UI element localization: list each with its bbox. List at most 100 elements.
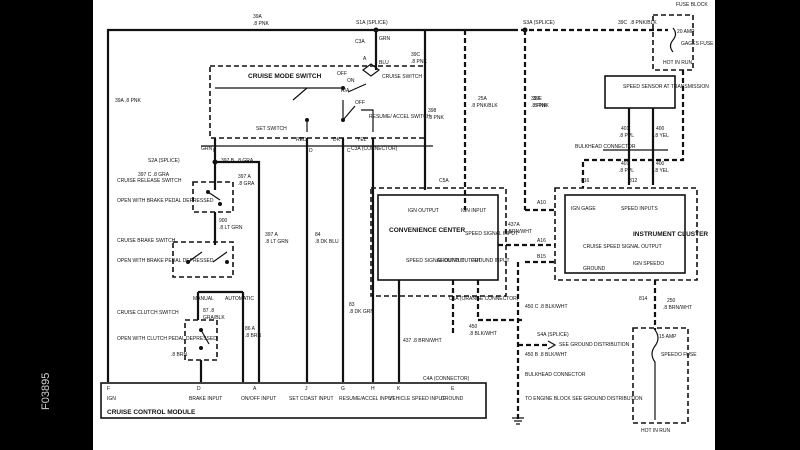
label-release-switch: CRUISE RELEASE SWITCH xyxy=(117,178,182,184)
label-c3a-a: A xyxy=(363,56,367,62)
label-250: 250 xyxy=(667,298,676,304)
label-450c: 450 C .8 BLK/WHT xyxy=(525,304,568,310)
label-87-color: GRA/BLK xyxy=(203,315,225,321)
svg-text:IGN INPUT: IGN INPUT xyxy=(461,208,486,214)
pin-c: C xyxy=(347,148,351,154)
speed-sensor: SPEED SENSOR AT TRANSMISSION xyxy=(604,75,709,109)
svg-text:20 AMP: 20 AMP xyxy=(677,29,695,35)
svg-text:GAGES FUSE: GAGES FUSE xyxy=(681,41,714,47)
label-398-color: .8 PNK xyxy=(428,115,445,121)
svg-text:CRUISE SWITCH: CRUISE SWITCH xyxy=(382,74,422,80)
wiring-diagram: 39A .8 PNK S1A (SPLICE) S3A (SPLICE) 39C… xyxy=(100,2,714,434)
label-engine-block: TO ENGINE BLOCK SEE GROUND DISTRIBUTION xyxy=(525,396,643,402)
label-manual: MANUAL xyxy=(193,296,214,302)
label-397b: 397 B, .8 GRA xyxy=(221,158,254,164)
label-900: 900 xyxy=(219,218,228,224)
label-39c-mid: 39C xyxy=(411,52,421,58)
label-397c: 397 C .8 GRA xyxy=(138,172,170,178)
label-450-color: .8 BLK/WHT xyxy=(469,331,497,337)
splice-s2a xyxy=(212,159,218,165)
label-400b: 400 xyxy=(656,161,665,167)
label-401b-color: .8 PPL xyxy=(619,168,634,174)
label-release-open: OPEN WITH BRAKE PEDAL DEPRESSED xyxy=(117,198,214,204)
svg-text:HOT IN RUN: HOT IN RUN xyxy=(663,60,692,66)
label-900-color: .8 LT GRN xyxy=(219,225,243,231)
label-83: 83 xyxy=(349,302,355,308)
label-39f-color: .8 PNK xyxy=(531,103,548,109)
label-450: 450 xyxy=(469,324,478,330)
wire-gage-feed xyxy=(581,70,685,188)
figure-id: F03895 xyxy=(40,372,52,410)
svg-text:A: A xyxy=(253,386,257,392)
svg-text:CRUISE SPEED SIGNAL OUTPUT: CRUISE SPEED SIGNAL OUTPUT xyxy=(583,244,662,250)
label-397a: 397 A xyxy=(265,232,278,238)
svg-text:G: G xyxy=(341,386,345,392)
svg-text:OFF: OFF xyxy=(337,71,347,77)
label-400a-color: .8 YEL xyxy=(654,133,669,139)
wire-c5a-orange xyxy=(451,280,493,335)
svg-text:DK: DK xyxy=(333,137,341,143)
cruise-mode-switch: CRUISE MODE SWITCH OFF ON R/A OFF CRUISE… xyxy=(209,63,431,143)
svg-text:RED: RED xyxy=(296,137,307,143)
label-39a: 39A xyxy=(253,14,263,20)
label-401a: 401 xyxy=(621,126,630,132)
label-401a-color: .8 PPL xyxy=(619,133,634,139)
svg-text:INSTRUMENT CLUSTER: INSTRUMENT CLUSTER xyxy=(633,231,708,238)
svg-text:E: E xyxy=(451,386,455,392)
svg-text:SET COAST INPUT: SET COAST INPUT xyxy=(289,396,334,402)
svg-text:GROUND OUTPUT: GROUND OUTPUT xyxy=(437,258,481,264)
label-39e: 39E xyxy=(533,96,543,102)
label-grn-switch: GRN xyxy=(201,146,213,152)
svg-text:IGN: IGN xyxy=(107,396,116,402)
label-c5a-top: C5A xyxy=(439,178,449,184)
cruise-release-switch xyxy=(192,181,234,213)
pin-d: D xyxy=(309,148,313,154)
label-brake-switch: CRUISE BRAKE SWITCH xyxy=(117,238,176,244)
label-c4a: C4A (CONNECTOR) xyxy=(423,376,470,382)
wire-ground-tap xyxy=(493,318,548,347)
label-812: 812 xyxy=(629,178,638,184)
label-s4a: S4A (SPLICE) xyxy=(537,332,569,338)
svg-text:IGN SPEEDO: IGN SPEEDO xyxy=(633,261,664,267)
svg-text:D: D xyxy=(197,386,201,392)
label-83-color: .8 DK GRN xyxy=(349,309,374,315)
svg-text:J: J xyxy=(305,386,308,392)
svg-text:K: K xyxy=(397,386,401,392)
svg-text:CRUISE MODE SWITCH: CRUISE MODE SWITCH xyxy=(248,73,322,80)
label-bulkhead-upper: BULKHEAD CONNECTOR xyxy=(575,144,636,150)
svg-text:CRUISE CONTROL MODULE: CRUISE CONTROL MODULE xyxy=(107,409,196,416)
cruise-control-module: F D A J G H K E IGN BRAKE INPUT ON/OFF I… xyxy=(100,382,487,419)
label-bulkhead-lower: BULKHEAD CONNECTOR xyxy=(525,372,586,378)
label-clutch-open: OPEN WITH CLUTCH PEDAL DEPRESSED xyxy=(117,336,217,342)
label-c5a-orange: C5A (ORANGE CONNECTOR) xyxy=(449,296,519,302)
svg-text:RESUME/ ACCEL SWITCH: RESUME/ ACCEL SWITCH xyxy=(369,114,431,120)
svg-text:GROUND INPUT: GROUND INPUT xyxy=(471,258,510,264)
label-b15: B15 xyxy=(537,254,546,260)
label-397a-color: .8 LT GRN xyxy=(265,239,289,245)
label-s2a: S2A (SPLICE) xyxy=(148,158,180,164)
svg-text:SPEED SIGNAL OUTPUT: SPEED SIGNAL OUTPUT xyxy=(406,258,464,264)
svg-text:HOT IN RUN: HOT IN RUN xyxy=(641,428,670,434)
label-automatic: AUTOMATIC xyxy=(225,296,254,302)
label-grn-top: GRN xyxy=(379,36,391,42)
svg-text:SET SWITCH: SET SWITCH xyxy=(256,126,287,132)
label-clutch-switch: CRUISE CLUTCH SWITCH xyxy=(117,310,179,316)
svg-text:IGN GAGE: IGN GAGE xyxy=(571,206,596,212)
label-39c-mid-color: .8 PNK xyxy=(411,59,428,65)
svg-text:ON/OFF INPUT: ON/OFF INPUT xyxy=(241,396,276,402)
svg-text:15 AMP: 15 AMP xyxy=(659,334,677,340)
label-c3a: C3A xyxy=(355,39,365,45)
label-39e-color: .8 PNK xyxy=(533,103,550,109)
label-86a-color: .8 BRN xyxy=(245,333,262,339)
label-84-color: .8 DK BLU xyxy=(315,239,339,245)
svg-text:IGN OUTPUT: IGN OUTPUT xyxy=(408,208,439,214)
convenience-center: IGN OUTPUT IGN INPUT CONVENIENCE CENTER … xyxy=(370,187,518,297)
svg-text:ON: ON xyxy=(347,78,355,84)
label-437a: 437A xyxy=(508,222,520,228)
label-25a-color: .8 PNK/BLK xyxy=(471,103,498,109)
label-39c-top-color: .8 PNK/BLK xyxy=(630,20,657,26)
svg-text:F: F xyxy=(107,386,110,392)
svg-text:YEL: YEL xyxy=(357,137,367,143)
arrow-see-ground xyxy=(547,340,557,350)
label-8brn: .8 BRN xyxy=(171,352,188,358)
